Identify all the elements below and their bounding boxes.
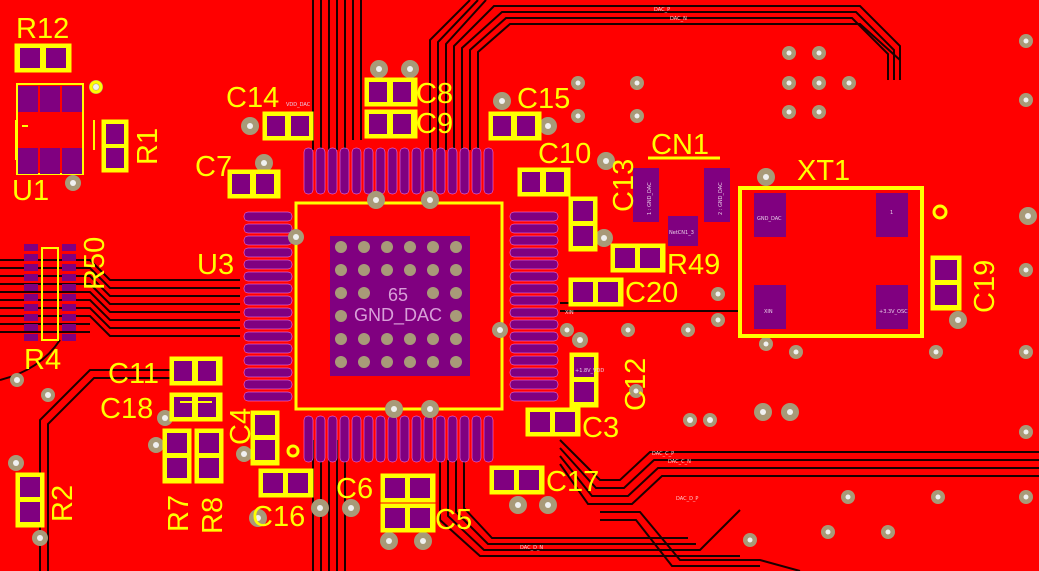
xt1-pin3-label: XIN — [764, 309, 773, 315]
c13-footprint[interactable] — [568, 196, 598, 252]
designator-c19: C19 — [969, 260, 1001, 313]
designator-r4: R4 — [24, 344, 61, 376]
c9-footprint[interactable] — [364, 109, 418, 139]
designator-c10: C10 — [538, 138, 591, 170]
cn1-pin2-label: 2 : GND_DAC — [718, 182, 724, 215]
c12-footprint[interactable] — [569, 352, 599, 408]
cn1-pin1-label: 1 : GND_DAC — [647, 182, 653, 215]
r1-footprint[interactable] — [101, 119, 129, 173]
designator-c6: C6 — [336, 473, 373, 505]
net-label-dac-c-n: DAC_C_N — [668, 459, 691, 465]
r2-footprint[interactable] — [15, 472, 45, 528]
r7-footprint[interactable] — [162, 428, 192, 484]
net-labels: DAC_P DAC_N XIN DAC_C_P DAC_C_N DAC_D_P … — [520, 7, 698, 551]
thermal-vias — [335, 241, 462, 368]
designator-c16: C16 — [252, 501, 305, 533]
c10-footprint[interactable] — [517, 167, 571, 197]
designator-c20: C20 — [625, 277, 678, 309]
c3-footprint[interactable] — [525, 407, 581, 437]
r50-r4-array[interactable] — [24, 244, 76, 341]
c5-footprint[interactable] — [380, 503, 436, 533]
u3-pad-number: 65 — [388, 285, 408, 305]
designator-cn1: CN1 — [651, 129, 709, 161]
net-label-dac-p: DAC_P — [654, 7, 670, 13]
net-label-dac-d-n: DAC_D_N — [520, 545, 543, 551]
xt1-pin4-label: +3.3V_OSC — [879, 309, 908, 315]
r8-footprint[interactable] — [194, 428, 224, 484]
designator-c5: C5 — [435, 504, 472, 536]
designator-r1: R1 — [132, 128, 164, 165]
designator-r50: R50 — [79, 237, 111, 290]
designator-r8: R8 — [197, 497, 229, 534]
net-label-dac-c-p: DAC_C_P — [652, 451, 674, 457]
net-label-dac-n: DAC_N — [670, 16, 687, 22]
designator-c15: C15 — [517, 83, 570, 115]
xt1-footprint[interactable]: 1 GND_DAC XIN +3.3V_OSC — [738, 186, 948, 338]
designator-r7: R7 — [163, 495, 195, 532]
xt1-pin1-label: 1 — [890, 210, 893, 216]
designator-u1: U1 — [12, 175, 49, 207]
c20-footprint[interactable] — [568, 277, 624, 307]
c18-footprint[interactable] — [169, 392, 223, 422]
pin1-markers: +1.8V_VDD VDD_DAC — [89, 80, 604, 458]
designator-c8: C8 — [416, 78, 453, 110]
designator-c18: C18 — [100, 393, 153, 425]
c8-footprint[interactable] — [364, 77, 418, 107]
designator-c17: C17 — [546, 466, 599, 498]
c15-footprint[interactable] — [488, 111, 542, 141]
designator-c11: C11 — [108, 358, 159, 390]
designator-r49: R49 — [667, 249, 720, 281]
passive-components[interactable] — [14, 43, 962, 533]
designator-c9: C9 — [416, 108, 453, 140]
designator-c12: C12 — [620, 358, 652, 411]
silk-details — [15, 120, 212, 403]
c14-footprint[interactable] — [262, 111, 314, 141]
cn1-footprint[interactable]: 1 : GND_DAC 2 : GND_DAC NetCN1_3 — [633, 156, 730, 246]
c7-footprint[interactable] — [227, 169, 281, 199]
c11-footprint[interactable] — [169, 356, 223, 386]
xt1-pin1-marker — [932, 204, 948, 220]
c6-footprint[interactable] — [380, 473, 436, 503]
u3-exposed-pad[interactable] — [330, 236, 470, 376]
designator-c3: C3 — [582, 412, 619, 444]
r12-footprint[interactable] — [14, 43, 72, 73]
c19-footprint[interactable] — [930, 255, 962, 311]
designator-c13: C13 — [608, 159, 640, 212]
silkscreen-designators: R12 U1 R1 R50 R4 C14 C7 U3 C8 C9 C15 C10… — [12, 13, 1001, 536]
designator-c7: C7 — [195, 151, 232, 183]
c4-footprint[interactable] — [250, 410, 280, 466]
c12-pad-label: +1.8V_VDD — [575, 368, 604, 374]
net-label-xin: XIN — [565, 310, 574, 316]
u3-pad-net: GND_DAC — [354, 305, 442, 326]
designator-r12: R12 — [16, 13, 69, 45]
designator-c14: C14 — [226, 82, 279, 114]
r49-net-label: NetCN1_3 — [669, 230, 694, 236]
designator-xt1: XT1 — [797, 155, 850, 187]
vias — [8, 34, 1037, 550]
u1-footprint[interactable] — [16, 83, 84, 175]
designator-c4: C4 — [225, 408, 257, 445]
c16-footprint[interactable] — [258, 468, 314, 498]
r49-footprint[interactable] — [610, 243, 666, 273]
xt1-pin2-label: GND_DAC — [757, 216, 782, 222]
net-label-dac-d-p: DAC_D_P — [676, 496, 698, 502]
designator-u3: U3 — [197, 249, 234, 281]
c14-via-label: VDD_DAC — [286, 102, 311, 108]
u3-package[interactable]: 65 GND_DAC — [243, 147, 559, 463]
designator-r2: R2 — [47, 485, 79, 522]
c17-footprint[interactable] — [489, 465, 545, 495]
